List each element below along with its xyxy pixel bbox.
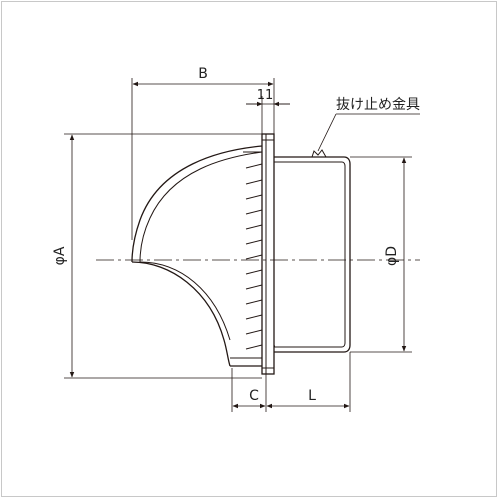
dim-label-phiA: φA	[52, 246, 68, 265]
retainer-label: 抜け止め金具	[336, 97, 420, 113]
dim-label-C: C	[249, 388, 259, 404]
hood-outline	[131, 145, 263, 367]
dim-label-11: 11	[257, 88, 274, 103]
dim-label-phiD: φD	[384, 246, 400, 266]
louver-slats	[245, 163, 263, 350]
extension-lines	[64, 78, 412, 412]
dimension-lines	[69, 81, 420, 409]
flange	[261, 133, 275, 375]
dim-label-B: B	[198, 66, 208, 82]
dim-label-L: L	[308, 388, 316, 404]
retainer-clip	[311, 149, 327, 158]
duct-body	[274, 156, 351, 353]
